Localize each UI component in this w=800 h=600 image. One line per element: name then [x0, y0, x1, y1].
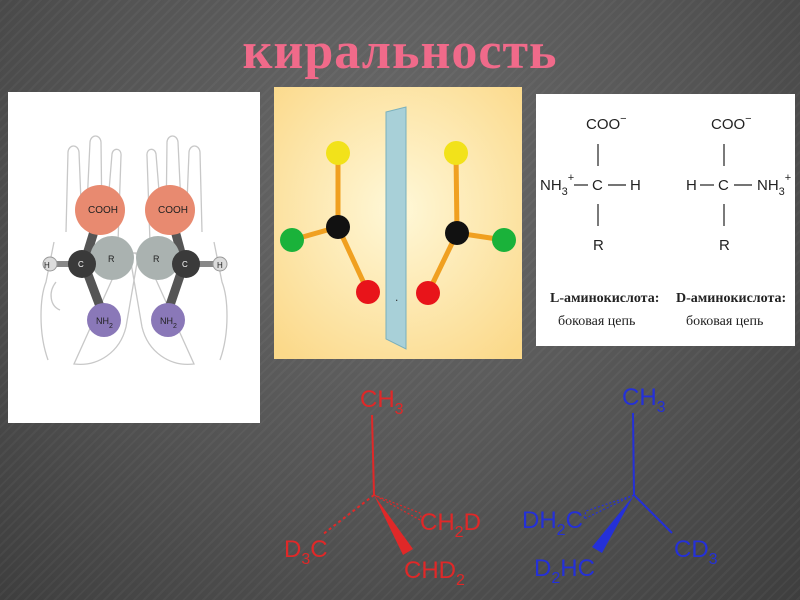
- l-amino-acid-formula: COO− NH3+ C H R L-аминокислота: боковая …: [540, 113, 659, 329]
- l-right-atom: H: [630, 177, 641, 194]
- left-r-label: R: [108, 254, 115, 264]
- mirror-mark: .: [395, 290, 398, 304]
- d-left-atom: H: [686, 177, 697, 194]
- hydrogen-sphere: [42, 256, 58, 272]
- amino-acid-formulas: COO− NH3+ C H R L-аминокислота: боковая …: [540, 113, 791, 329]
- right-black-atom: [445, 221, 469, 245]
- stereo-formulas: CH3 D3C CH2D CHD2 CH3 DH2C D2HC CD3: [284, 384, 718, 589]
- l-subcaption: боковая цепь: [558, 314, 635, 329]
- l-center-atom: C: [592, 177, 603, 194]
- d-subcaption: боковая цепь: [686, 314, 763, 329]
- stereo-formulas-panel: CH3 D3C CH2D CHD2 CH3 DH2C D2HC CD3: [270, 365, 770, 600]
- blue-right-group: CD3: [674, 536, 718, 568]
- right-yellow-atom: [444, 141, 468, 165]
- cooh-sphere: [75, 185, 125, 235]
- left-molecule-model: COOH H C R NH2: [42, 185, 134, 337]
- mirror-image-panel: .: [274, 87, 522, 359]
- left-cooh-label: COOH: [88, 205, 118, 216]
- r-sphere: [136, 236, 180, 280]
- right-r-label: R: [153, 254, 160, 264]
- red-left-group: D3C: [284, 536, 328, 568]
- right-nh2-label: NH2: [160, 316, 177, 330]
- d-top-group: COO−: [711, 113, 752, 133]
- d-center-atom: C: [718, 177, 729, 194]
- hands-chirality-image: COOH H C R NH2 COOH R C H NH2: [8, 92, 260, 423]
- carbon-sphere: [172, 250, 200, 278]
- hands-illustration: COOH H C R NH2 COOH R C H NH2: [40, 135, 228, 365]
- right-molecule-model: COOH R C H NH2: [136, 185, 228, 337]
- l-top-group: COO−: [586, 113, 627, 133]
- amino-acid-panel: COO− NH3+ C H R L-аминокислота: боковая …: [536, 94, 795, 346]
- cooh-sphere: [145, 185, 195, 235]
- hydrogen-sphere: [212, 256, 228, 272]
- l-left-group: NH3+: [540, 172, 574, 198]
- blue-top-group: CH3: [622, 384, 666, 416]
- blue-molecule: CH3 DH2C D2HC CD3: [522, 384, 718, 587]
- d-right-group: NH3+: [757, 172, 791, 198]
- right-h-label: H: [217, 261, 223, 270]
- red-right-upper-group: CH2D: [420, 509, 481, 541]
- left-green-atom: [280, 228, 304, 252]
- right-red-atom: [416, 281, 440, 305]
- left-black-atom: [326, 215, 350, 239]
- red-molecule: CH3 D3C CH2D CHD2: [284, 386, 481, 589]
- nh2-sphere: [87, 303, 121, 337]
- right-hand-outline: [129, 135, 228, 365]
- l-bottom-group: R: [593, 237, 604, 254]
- blue-left-lower-group: D2HC: [534, 555, 595, 587]
- r-sphere: [90, 236, 134, 280]
- right-cooh-label: COOH: [158, 205, 188, 216]
- red-right-lower-group: CHD2: [404, 557, 465, 589]
- right-green-atom: [492, 228, 516, 252]
- d-amino-acid-formula: COO− H C NH3+ R D-аминокислота: боковая …: [676, 113, 791, 329]
- d-caption: D-аминокислота:: [676, 291, 786, 306]
- red-top-group: CH3: [360, 386, 404, 418]
- left-red-atom: [356, 280, 380, 304]
- mirror-plane: [385, 106, 407, 350]
- d-bottom-group: R: [719, 237, 730, 254]
- left-nh2-label: NH2: [96, 316, 113, 330]
- carbon-sphere: [68, 250, 96, 278]
- left-yellow-atom: [326, 141, 350, 165]
- nh2-sphere: [151, 303, 185, 337]
- right-c-label: C: [182, 260, 188, 269]
- left-h-label: H: [44, 261, 50, 270]
- left-c-label: C: [78, 260, 84, 269]
- l-caption: L-аминокислота:: [550, 291, 659, 306]
- slide-title: киральность: [242, 23, 558, 80]
- blue-left-upper-group: DH2C: [522, 507, 583, 539]
- mirror-illustration: .: [274, 87, 522, 359]
- left-hand-outline: [40, 135, 139, 365]
